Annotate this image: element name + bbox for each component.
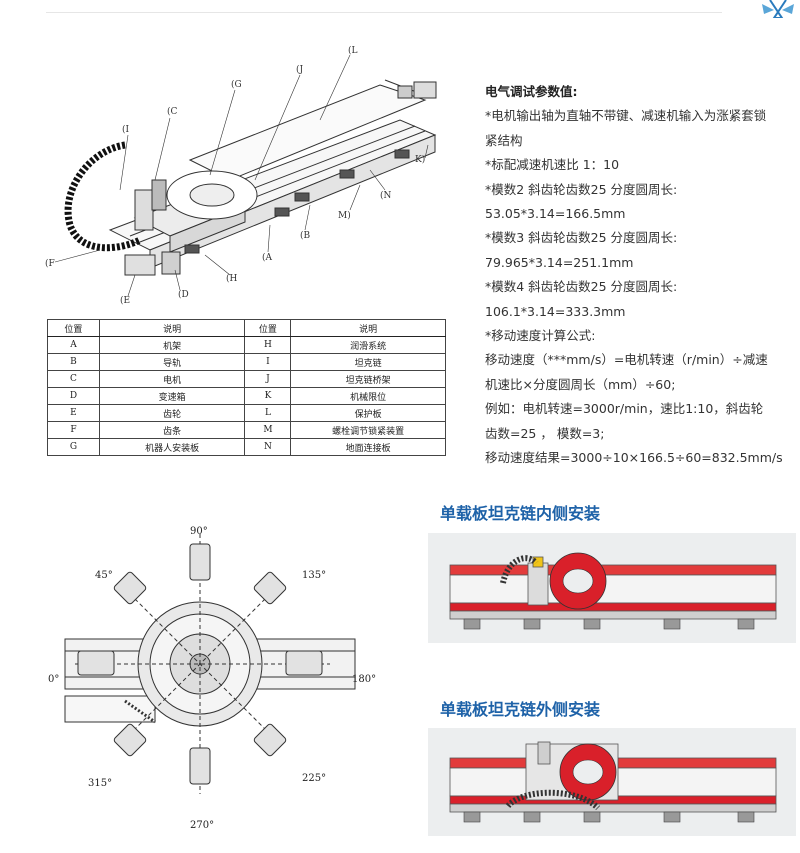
callout-label: K) bbox=[415, 154, 425, 165]
table-cell: 机架 bbox=[98, 336, 246, 354]
callout-label: (G bbox=[231, 79, 242, 90]
robot-rotation-diagram: 90° 45° 135° 0° 180° 315° 225° 270° bbox=[48, 526, 376, 831]
params-line: *模数4 斜齿轮齿数25 分度圆周长: bbox=[485, 279, 678, 295]
angle-label: 45° bbox=[95, 570, 113, 581]
table-cell: 电机 bbox=[98, 370, 246, 388]
table-cell: 坦克链 bbox=[290, 353, 446, 371]
params-line: *电机输出轴为直轴不带键、减速机输入为涨紧套锁 bbox=[485, 108, 767, 124]
table-header-row: 位置 说明 位置 说明 bbox=[47, 319, 446, 337]
params-line: 106.1*3.14=333.3mm bbox=[485, 303, 626, 319]
params-line: *模数3 斜齿轮齿数25 分度圆周长: bbox=[485, 230, 678, 246]
outer-install-title: 单载板坦克链外侧安装 bbox=[440, 700, 601, 719]
callout-label: (E bbox=[120, 295, 130, 306]
angle-label: 90° bbox=[190, 526, 208, 537]
table-cell: 螺栓调节锁紧装置 bbox=[290, 421, 446, 439]
angle-label: 180° bbox=[352, 674, 376, 685]
header-description: 说明 bbox=[98, 319, 246, 337]
params-line: 53.05*3.14=166.5mm bbox=[485, 206, 626, 222]
table-cell: 齿轮 bbox=[98, 404, 246, 422]
table-cell: C bbox=[47, 370, 100, 388]
table-cell: M bbox=[244, 421, 292, 439]
angle-label: 225° bbox=[302, 773, 326, 784]
params-line: 79.965*3.14=251.1mm bbox=[485, 254, 634, 270]
table-cell: D bbox=[47, 387, 100, 405]
callout-label: (B bbox=[300, 230, 311, 241]
table-cell: E bbox=[47, 404, 100, 422]
outer-install-render bbox=[428, 728, 796, 836]
table-cell: 机器人安装板 bbox=[98, 438, 246, 456]
params-line: 移动速度结果=3000÷10×166.5÷60=832.5mm/s bbox=[485, 450, 783, 466]
top-divider bbox=[46, 12, 722, 13]
callout-label: (C bbox=[167, 106, 178, 117]
table-cell: G bbox=[47, 438, 100, 456]
header-position: 位置 bbox=[244, 319, 292, 337]
callout-label: (A bbox=[262, 252, 273, 263]
table-cell: L bbox=[244, 404, 292, 422]
table-cell: K bbox=[244, 387, 292, 405]
angle-label: 135° bbox=[302, 570, 326, 581]
table-cell: A bbox=[47, 336, 100, 354]
table-cell: B bbox=[47, 353, 100, 371]
table-cell: 齿条 bbox=[98, 421, 246, 439]
table-cell: N bbox=[244, 438, 292, 456]
brand-logo-icon bbox=[762, 0, 794, 18]
table-cell: 坦克链桥架 bbox=[290, 370, 446, 388]
callout-label: (J bbox=[296, 64, 304, 75]
table-cell: 导轨 bbox=[98, 353, 246, 371]
angle-label: 315° bbox=[88, 778, 112, 789]
track-isometric-drawing: (I (C (G (J (L K) (N M) (B (A (H (D (E (… bbox=[45, 45, 437, 306]
params-title: 电气调试参数值: bbox=[485, 84, 578, 99]
params-line: *标配减速机速比 1：10 bbox=[485, 157, 620, 173]
callout-label: M) bbox=[338, 210, 351, 221]
callout-label: (I bbox=[122, 124, 130, 135]
table-cell: I bbox=[244, 353, 292, 371]
table-cell: 地面连接板 bbox=[290, 438, 446, 456]
params-line: 机速比×分度圆周长（mm）÷60; bbox=[485, 376, 676, 392]
params-line: *移动速度计算公式: bbox=[485, 328, 596, 344]
callout-label: (F bbox=[45, 258, 55, 269]
angle-label: 0° bbox=[48, 674, 59, 685]
callout-label: (D bbox=[178, 289, 189, 300]
params-line: 齿数=25 ， 模数=3; bbox=[485, 425, 605, 441]
angle-label: 270° bbox=[190, 820, 214, 831]
table-cell: 保护板 bbox=[290, 404, 446, 422]
header-description: 说明 bbox=[290, 319, 446, 337]
table-cell: F bbox=[47, 421, 100, 439]
params-line: 紧结构 bbox=[485, 132, 523, 148]
inner-install-render bbox=[428, 533, 796, 643]
table-cell: H bbox=[244, 336, 292, 354]
table-cell: 变速箱 bbox=[98, 387, 246, 405]
table-cell: J bbox=[244, 370, 292, 388]
inner-install-title: 单载板坦克链内侧安装 bbox=[440, 504, 601, 523]
header-position: 位置 bbox=[47, 319, 100, 337]
callout-label: (L bbox=[348, 45, 358, 56]
callout-label: (H bbox=[226, 273, 238, 284]
params-line: 移动速度（***mm/s）=电机转速（r/min）÷减速 bbox=[485, 352, 768, 368]
params-line: *模数2 斜齿轮齿数25 分度圆周长: bbox=[485, 181, 678, 197]
table-cell: 机械限位 bbox=[290, 387, 446, 405]
table-cell: 润滑系统 bbox=[290, 336, 446, 354]
params-line: 例如：电机转速=3000r/min，速比1:10，斜齿轮 bbox=[485, 401, 764, 417]
callout-label: (N bbox=[380, 190, 392, 201]
debug-parameters: 电气调试参数值: *电机输出轴为直轴不带键、减速机输入为涨紧套锁 紧结构 *标配… bbox=[485, 80, 795, 471]
